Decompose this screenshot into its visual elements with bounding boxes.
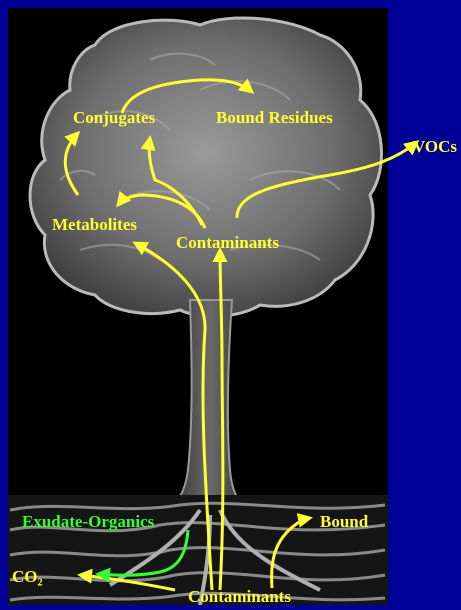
label-conjugates: Conjugates xyxy=(73,109,155,126)
label-contaminants-top: Contaminants xyxy=(176,234,279,251)
label-vocs: VOCs xyxy=(413,138,457,155)
label-exudate-organics: Exudate-Organics xyxy=(22,513,154,530)
label-bound: Bound xyxy=(320,513,368,530)
label-co2: CO₂ xyxy=(12,568,43,585)
label-bound-residues: Bound Residues xyxy=(216,109,333,126)
label-contaminants-bottom: Contaminants xyxy=(188,588,291,605)
tree-canopy xyxy=(30,18,381,316)
label-metabolites: Metabolites xyxy=(52,216,137,233)
